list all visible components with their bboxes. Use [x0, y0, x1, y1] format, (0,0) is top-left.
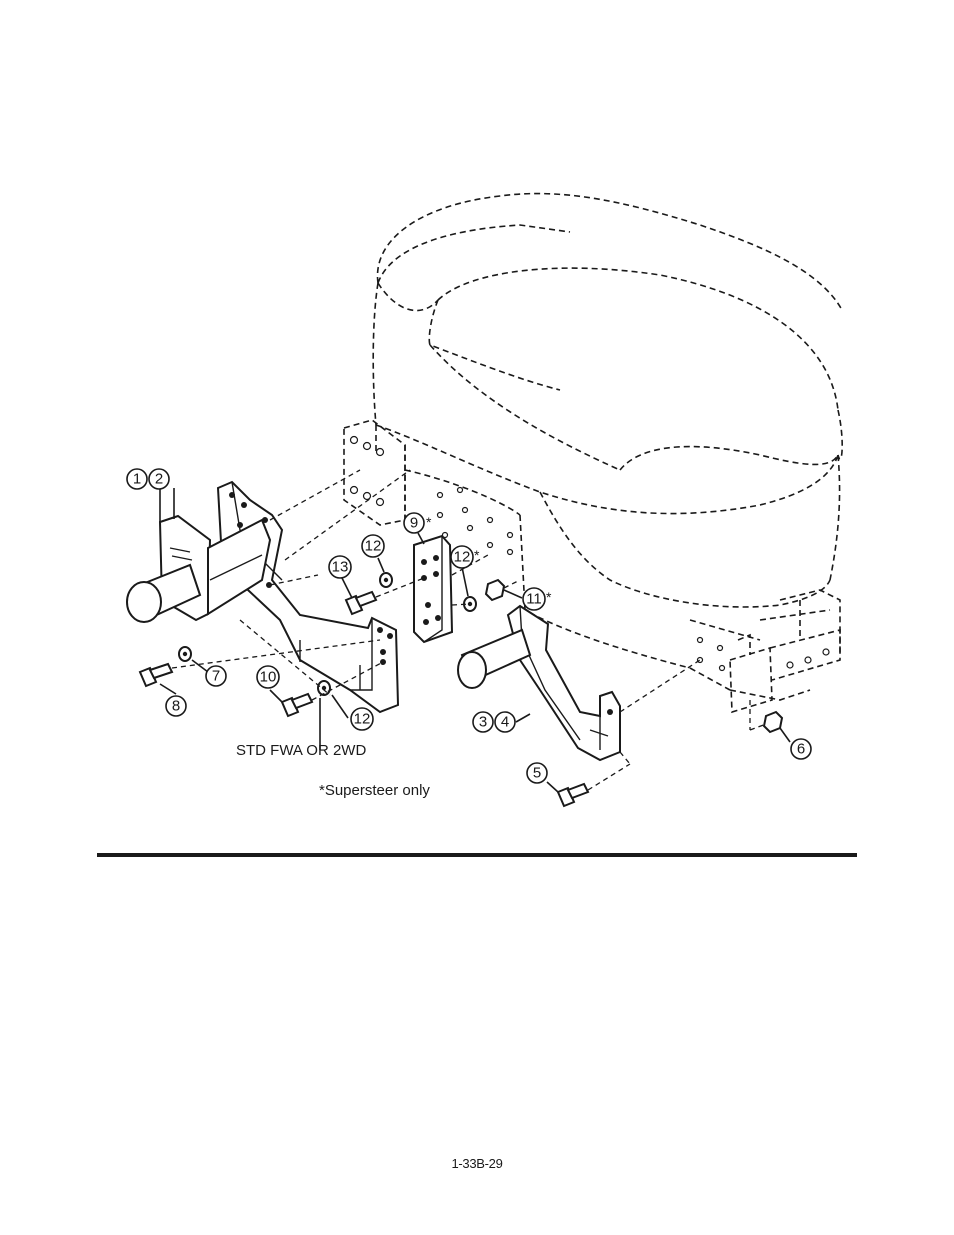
bolt-13 [344, 590, 378, 616]
callout-13: 13 [328, 555, 352, 579]
svg-text:9: 9 [410, 515, 418, 532]
callout-leaders [159, 488, 791, 793]
callout-2: 2 [148, 468, 170, 490]
callout-12b-star: * [474, 547, 480, 563]
svg-text:12: 12 [365, 538, 382, 555]
std-fwa-note: STD FWA OR 2WD [236, 742, 366, 759]
callout-3: 3 [472, 711, 494, 733]
callout-10: 10 [256, 665, 280, 689]
svg-text:10: 10 [260, 669, 277, 686]
washer-12a [379, 572, 393, 588]
svg-text:5: 5 [533, 765, 541, 782]
frame-hole-pattern [436, 486, 726, 672]
horizontal-rule [97, 853, 857, 857]
nut-11 [484, 578, 506, 602]
tractor-front-outline [343, 192, 843, 714]
svg-text:12: 12 [454, 549, 471, 566]
svg-text:6: 6 [797, 741, 805, 758]
right-tow-hook-assembly [457, 604, 621, 762]
callout-11-star: * [546, 589, 552, 605]
svg-text:8: 8 [172, 698, 180, 715]
callout-12a: 12 [361, 534, 385, 558]
callout-8: 8 [165, 695, 187, 717]
spacer-plate [413, 534, 454, 644]
svg-text:11: 11 [526, 591, 542, 608]
callout-9-star: * [426, 514, 432, 530]
callout-1: 1 [126, 468, 148, 490]
supersteer-note: *Supersteer only [319, 782, 430, 799]
callout-9: 9 [403, 512, 425, 534]
svg-text:13: 13 [332, 559, 349, 576]
svg-text:12: 12 [354, 711, 371, 728]
bolt-8 [138, 662, 174, 688]
bolt-10 [280, 692, 314, 718]
callout-12b: 12 [450, 545, 474, 569]
svg-text:2: 2 [155, 471, 163, 488]
callout-11: 11 [522, 587, 546, 611]
bolt-5 [556, 782, 590, 808]
callout-4: 4 [494, 711, 516, 733]
washer-12c [317, 680, 331, 696]
callout-6: 6 [790, 738, 812, 760]
washer-7 [178, 646, 192, 662]
left-plate-holes [349, 435, 385, 507]
svg-text:7: 7 [212, 668, 220, 685]
left-tow-hook-assembly [126, 480, 400, 714]
svg-text:3: 3 [479, 714, 487, 731]
callout-5: 5 [526, 762, 548, 784]
svg-text:4: 4 [501, 714, 509, 731]
nut-6 [762, 710, 784, 734]
callout-7: 7 [205, 665, 227, 687]
callout-12c: 12 [350, 707, 374, 731]
page-number: 1-33B-29 [451, 1156, 503, 1171]
svg-text:1: 1 [133, 471, 141, 488]
